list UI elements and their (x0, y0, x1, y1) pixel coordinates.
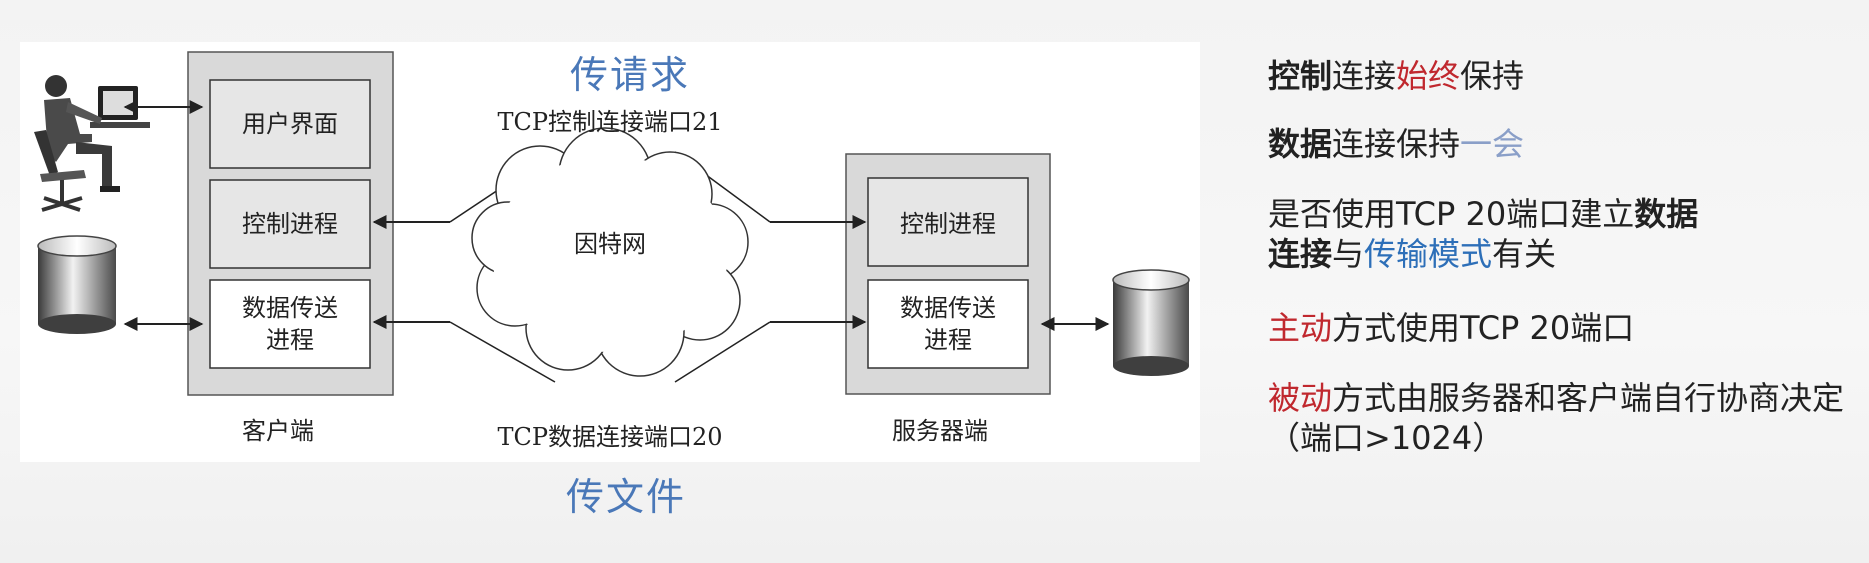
note-3-part-b: 数据 (1634, 195, 1699, 233)
note-data-connection: 数据连接保持一会 (1268, 124, 1858, 164)
note-port-20-mode: 是否使用TCP 20端口建立数据连接与传输模式有关 (1268, 194, 1858, 274)
ftp-diagram-panel: 用户界面 控制进程 数据传送 进程 客户端 控制进程 数据传送 进程 服务器端 (20, 42, 1200, 462)
internet-cloud (471, 127, 749, 377)
client-control-box (209, 179, 371, 269)
note-active-mode: 主动方式使用TCP 20端口 (1268, 308, 1858, 348)
note-3-part-e: 传输模式 (1364, 235, 1493, 273)
file-transfer-caption: 传文件 (566, 475, 687, 519)
data-connection-label: TCP数据连接端口20 (497, 423, 722, 451)
note-control-connection: 控制连接始终保持 (1268, 56, 1858, 96)
server-control-box (867, 177, 1029, 267)
connection-arrows (123, 100, 1110, 331)
client-data-label-1: 数据传送 (242, 294, 338, 322)
request-caption: 传请求 (570, 53, 691, 97)
note-5-part-a: 被动 (1268, 379, 1333, 417)
note-3-part-d: 与 (1332, 235, 1365, 273)
server-caption: 服务器端 (892, 417, 988, 445)
note-3-part-f: 有关 (1492, 235, 1557, 273)
notes-panel: 控制连接始终保持 数据连接保持一会 是否使用TCP 20端口建立数据连接与传输模… (1268, 56, 1858, 458)
note-1-part-c: 始终 (1396, 57, 1461, 95)
client-data-box (209, 279, 371, 369)
note-5-part-b: 方式由服务器和客户端自行协商决定（端口>1024） (1268, 379, 1845, 457)
ftp-diagram: 用户界面 控制进程 数据传送 进程 客户端 控制进程 数据传送 进程 服务器端 (34, 51, 1190, 451)
client-ui-label: 用户界面 (242, 110, 338, 138)
server-data-label-2: 进程 (924, 326, 972, 354)
note-passive-mode: 被动方式由服务器和客户端自行协商决定（端口>1024） (1268, 378, 1858, 458)
note-1-part-d: 保持 (1460, 57, 1525, 95)
server-control-label: 控制进程 (900, 210, 996, 238)
user-at-computer-icon (34, 75, 150, 212)
note-4-part-a: 主动 (1268, 309, 1333, 347)
note-4-part-b: 方式使用TCP 20端口 (1332, 309, 1635, 347)
note-1-part-a: 控制 (1268, 57, 1333, 95)
note-2-part-b: 连接保持 (1332, 125, 1461, 163)
control-connection-label: TCP控制连接端口21 (497, 108, 722, 136)
client-control-label: 控制进程 (242, 210, 338, 238)
note-3-part-a: 是否使用TCP 20端口建立 (1268, 195, 1635, 233)
note-3-part-c: 连接 (1268, 235, 1333, 273)
internet-label: 因特网 (574, 230, 646, 258)
client-ui-box (209, 79, 371, 169)
client-caption: 客户端 (242, 417, 314, 445)
client-data-label-2: 进程 (266, 326, 314, 354)
server-data-box (867, 279, 1029, 369)
server-data-label-1: 数据传送 (900, 294, 996, 322)
server-storage-icon (1112, 269, 1190, 376)
client-storage-icon (37, 235, 117, 334)
note-2-part-c: 一会 (1460, 125, 1525, 163)
note-1-part-b: 连接 (1332, 57, 1397, 95)
note-2-part-a: 数据 (1268, 125, 1333, 163)
